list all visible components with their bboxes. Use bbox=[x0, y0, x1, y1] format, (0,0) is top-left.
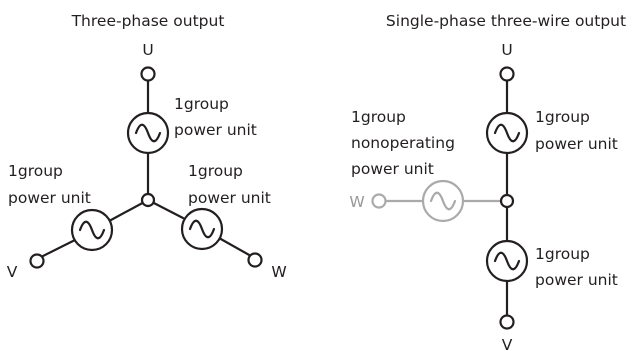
terminal-u-icon bbox=[499, 66, 515, 82]
three-phase-label-v: V bbox=[7, 263, 18, 281]
single-phase-label-w: W bbox=[349, 193, 364, 211]
sp-unit-bottom-line2: power unit bbox=[535, 271, 618, 289]
single-phase-label-u: U bbox=[501, 41, 512, 59]
ac-source-icon bbox=[180, 207, 224, 251]
unit-left-line1: 1group bbox=[8, 162, 63, 180]
sp-unit-top-line1: 1group bbox=[535, 108, 590, 126]
junction-dot-icon bbox=[499, 193, 515, 209]
unit-right-line1: 1group bbox=[188, 162, 243, 180]
ac-source-icon bbox=[70, 208, 114, 252]
single-phase-title: Single-phase three-wire output bbox=[386, 12, 626, 30]
three-phase-diagram: Three-phase output U V W 1group bbox=[7, 12, 287, 281]
neutral-junction-icon bbox=[140, 192, 156, 208]
single-phase-label-v: V bbox=[502, 336, 513, 351]
sp-unit-bottom-line1: 1group bbox=[535, 245, 590, 263]
unit-left-line2: power unit bbox=[8, 189, 91, 207]
sp-unit-top-line2: power unit bbox=[535, 135, 618, 153]
terminal-w-icon bbox=[371, 193, 387, 209]
three-phase-label-w: W bbox=[271, 263, 286, 281]
single-phase-diagram: Single-phase three-wire output U V W bbox=[349, 12, 626, 351]
terminal-w-icon bbox=[247, 252, 263, 268]
ac-source-icon bbox=[485, 239, 529, 283]
sp-unit-nonop-line3: power unit bbox=[351, 160, 434, 178]
ac-source-icon bbox=[485, 111, 529, 155]
unit-right-line2: power unit bbox=[188, 189, 271, 207]
terminal-v-icon bbox=[29, 253, 45, 269]
ac-source-icon bbox=[126, 111, 170, 155]
wire-w-outer bbox=[217, 236, 253, 258]
wire-v-outer bbox=[39, 238, 77, 259]
three-phase-label-u: U bbox=[142, 41, 153, 59]
ac-source-inactive-icon bbox=[421, 179, 465, 223]
three-phase-title: Three-phase output bbox=[71, 12, 225, 30]
sp-unit-nonop-line1: 1group bbox=[351, 108, 406, 126]
terminal-u-icon bbox=[140, 66, 156, 82]
sp-unit-nonop-line2: nonoperating bbox=[351, 134, 455, 152]
unit-top-line1: 1group bbox=[174, 95, 229, 113]
unit-top-line2: power unit bbox=[174, 121, 257, 139]
terminal-v-icon bbox=[499, 314, 515, 330]
